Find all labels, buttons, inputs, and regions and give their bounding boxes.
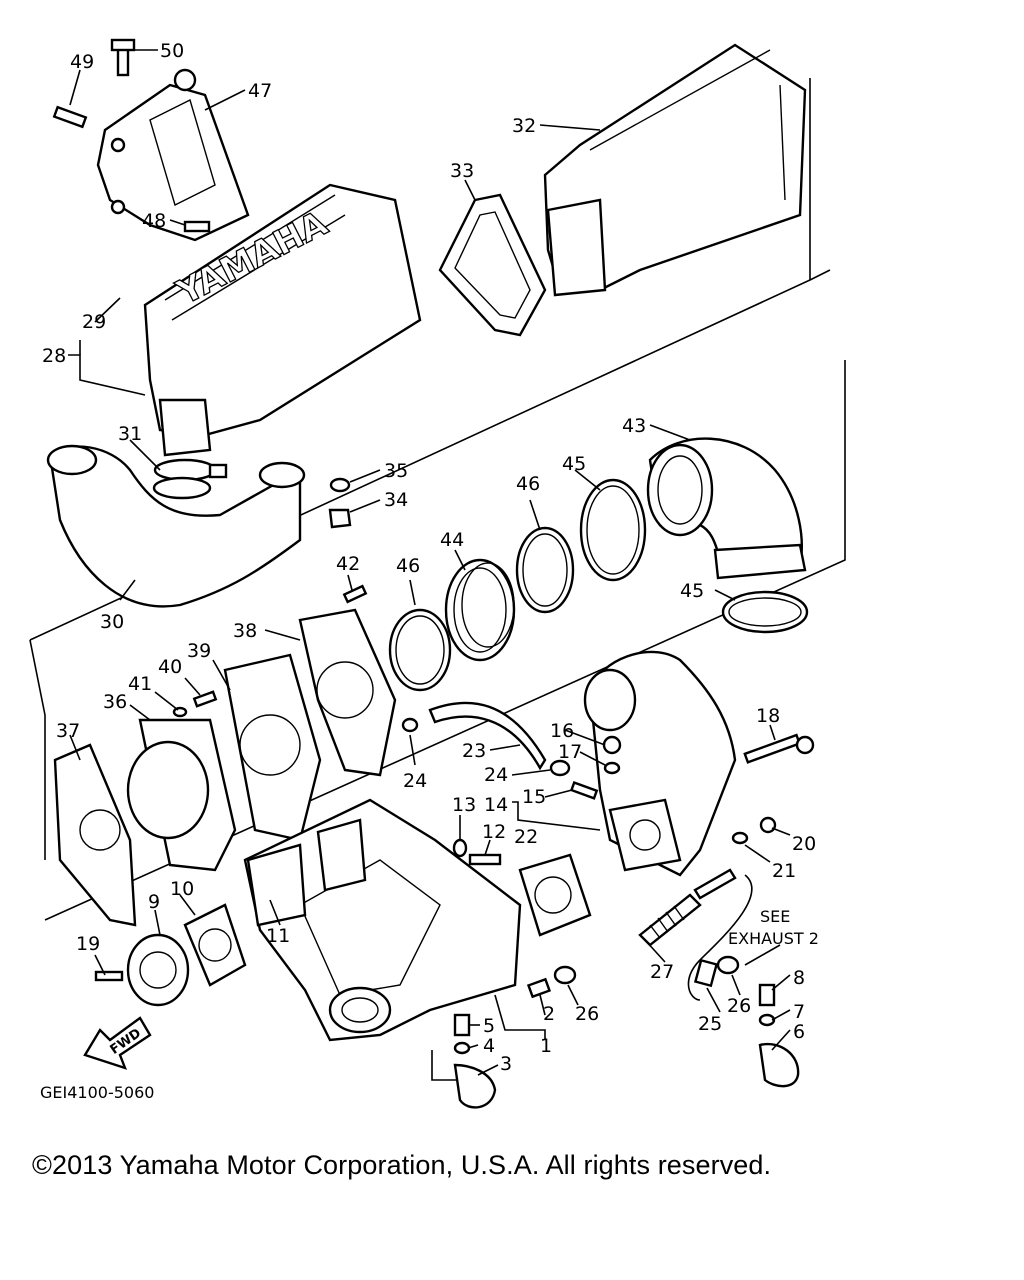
- callout-35: 35: [384, 460, 408, 482]
- see-note-line1: SEE: [760, 907, 790, 926]
- outlet-housing: [543, 43, 807, 297]
- callout-22: 22: [514, 826, 538, 848]
- bracket-assembly: [52, 38, 250, 242]
- callout-49: 49: [70, 51, 94, 73]
- callout-32: 32: [512, 115, 536, 137]
- callout-40: 40: [158, 656, 182, 678]
- gasket-33: [438, 193, 547, 337]
- callout-26-right: 26: [727, 995, 751, 1017]
- callout-46-left: 46: [396, 555, 420, 577]
- callout-7: 7: [793, 1001, 805, 1023]
- callout-39: 39: [187, 640, 211, 662]
- callout-44: 44: [440, 529, 464, 551]
- callout-46-right: 46: [516, 473, 540, 495]
- callout-24-left: 24: [403, 770, 427, 792]
- hose-44: [444, 558, 516, 662]
- callout-24-right: 24: [484, 764, 508, 786]
- callout-33: 33: [450, 160, 474, 182]
- callout-42: 42: [336, 553, 360, 575]
- callout-45-bottom: 45: [680, 580, 704, 602]
- callout-29: 29: [82, 311, 106, 333]
- fwd-arrow: FWD: [83, 1016, 152, 1070]
- callout-15: 15: [522, 786, 546, 808]
- callout-9: 9: [148, 891, 160, 913]
- callout-13: 13: [452, 794, 476, 816]
- callout-6: 6: [793, 1021, 805, 1043]
- callout-31: 31: [118, 423, 142, 445]
- callout-34: 34: [384, 489, 408, 511]
- callout-3: 3: [500, 1053, 512, 1075]
- callout-50: 50: [160, 40, 184, 62]
- callout-18: 18: [756, 705, 780, 727]
- callout-19: 19: [76, 933, 100, 955]
- drawing-code: GEI4100-5060: [40, 1083, 154, 1102]
- callout-8: 8: [793, 967, 805, 989]
- callout-25: 25: [698, 1013, 722, 1035]
- callout-28: 28: [42, 345, 66, 367]
- callout-45-top: 45: [562, 453, 586, 475]
- callout-48: 48: [142, 210, 166, 232]
- callout-10: 10: [170, 878, 194, 900]
- copyright-notice: ©2013 Yamaha Motor Corporation, U.S.A. A…: [32, 1150, 772, 1180]
- callout-17: 17: [558, 741, 582, 763]
- exhaust-parts-diagram: YAMAHA: [29, 38, 846, 1109]
- callout-36: 36: [103, 691, 127, 713]
- hardware-3-8: [453, 983, 800, 1109]
- clamps-45-46: [388, 478, 809, 692]
- cap-9-gasket-10: [94, 838, 592, 1007]
- gaskets-left: [53, 584, 397, 927]
- callout-21: 21: [772, 860, 796, 882]
- callout-12: 12: [482, 821, 506, 843]
- callout-41: 41: [128, 673, 152, 695]
- callout-numbers: 49 50 47 48 32 33 29 28 31 35 34 30 43 4…: [40, 40, 819, 1102]
- see-note-line2: EXHAUST 2: [728, 929, 819, 948]
- callout-4: 4: [483, 1035, 495, 1057]
- callout-26-left: 26: [575, 1003, 599, 1025]
- callout-38: 38: [233, 620, 257, 642]
- callout-30: 30: [100, 611, 124, 633]
- fasteners-34-35: [328, 477, 352, 529]
- hoses-25-26: [526, 955, 740, 999]
- callout-11: 11: [266, 925, 290, 947]
- hose-23: [401, 701, 571, 777]
- callout-16: 16: [550, 720, 574, 742]
- elbow-43: [646, 437, 807, 580]
- exhaust-pipe-30: [46, 444, 306, 608]
- bolts-15-18: [569, 733, 815, 845]
- callout-23: 23: [462, 740, 486, 762]
- callout-2: 2: [543, 1003, 555, 1025]
- callout-37: 37: [56, 720, 80, 742]
- callout-14: 14: [484, 794, 508, 816]
- leader-lines: [68, 49, 791, 1081]
- callout-27: 27: [650, 961, 674, 983]
- callout-43: 43: [622, 415, 646, 437]
- lower-elbow: [583, 650, 737, 877]
- callout-1: 1: [540, 1035, 552, 1057]
- callout-47: 47: [248, 80, 272, 102]
- callout-5: 5: [483, 1015, 495, 1037]
- manifold-1: [243, 798, 522, 1042]
- callout-20: 20: [792, 833, 816, 855]
